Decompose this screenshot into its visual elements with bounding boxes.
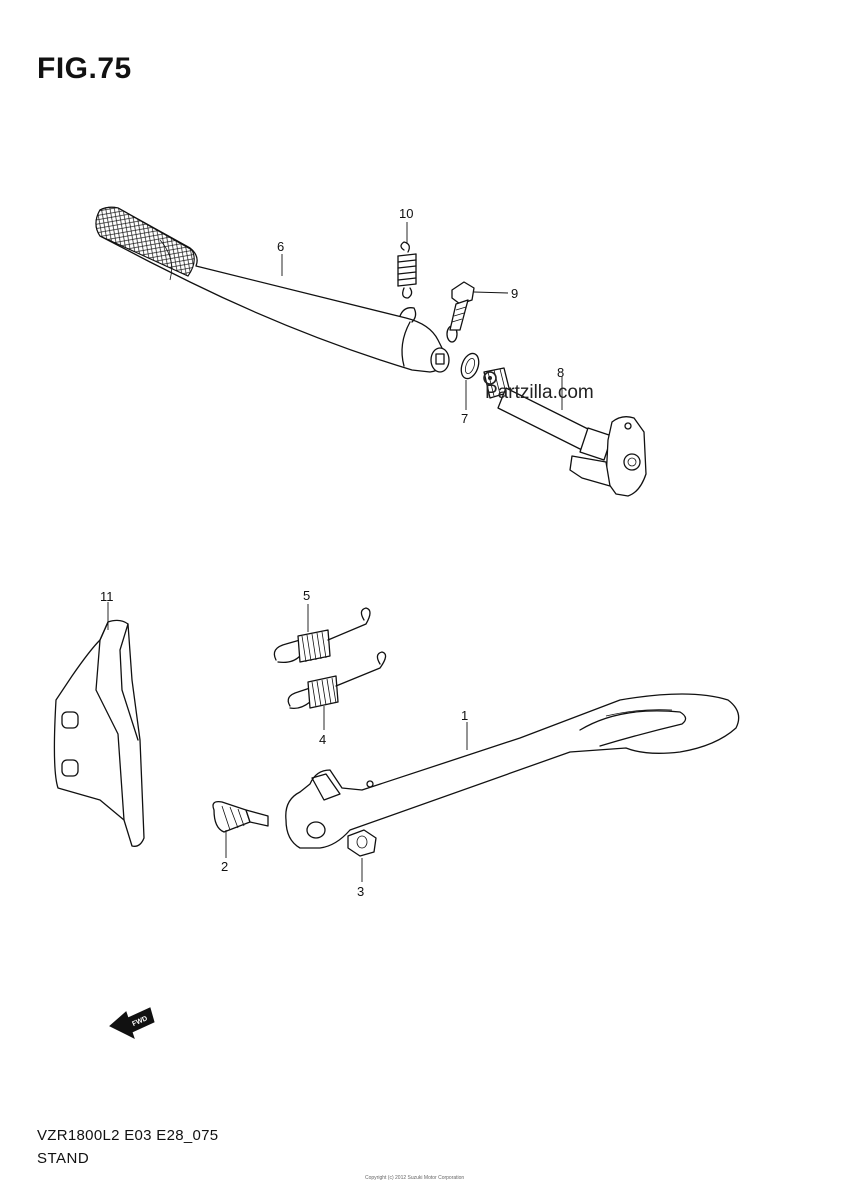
part-9-bolt[interactable] (449, 281, 475, 331)
callout-5: 5 (303, 588, 310, 603)
part-2-bolt[interactable] (212, 801, 269, 833)
part-3-nut[interactable] (347, 829, 377, 857)
partzilla-logo-icon (483, 371, 497, 385)
section-name: STAND (37, 1150, 90, 1167)
part-10-spring[interactable] (397, 241, 417, 299)
model-code: VZR1800L2 E03 E28_075 (37, 1127, 219, 1144)
callout-10: 10 (399, 206, 413, 221)
callout-leader-lines (107, 222, 563, 882)
copyright-notice: Copyright (c) 2012 Suzuki Motor Corporat… (365, 1175, 465, 1181)
callout-8: 8 (557, 365, 564, 380)
callout-9: 9 (511, 286, 518, 301)
callout-1: 1 (461, 708, 468, 723)
callout-4: 4 (319, 732, 326, 747)
part-5-spring[interactable] (273, 607, 371, 664)
callout-11: 11 (100, 589, 114, 604)
callout-2: 2 (221, 859, 228, 874)
part-7-washer[interactable] (458, 351, 482, 381)
partzilla-watermark: Partzilla.com (485, 382, 594, 403)
part-6-lever-arm[interactable] (95, 206, 458, 373)
callout-7: 7 (461, 411, 468, 426)
part-11-bracket[interactable] (53, 619, 145, 847)
callout-6: 6 (277, 239, 284, 254)
callout-3: 3 (357, 884, 364, 899)
part-1-side-stand[interactable] (285, 693, 740, 849)
fwd-direction-arrow-icon (109, 1007, 155, 1039)
figure-title: FIG.75 (37, 52, 132, 85)
part-4-spring[interactable] (287, 651, 387, 710)
